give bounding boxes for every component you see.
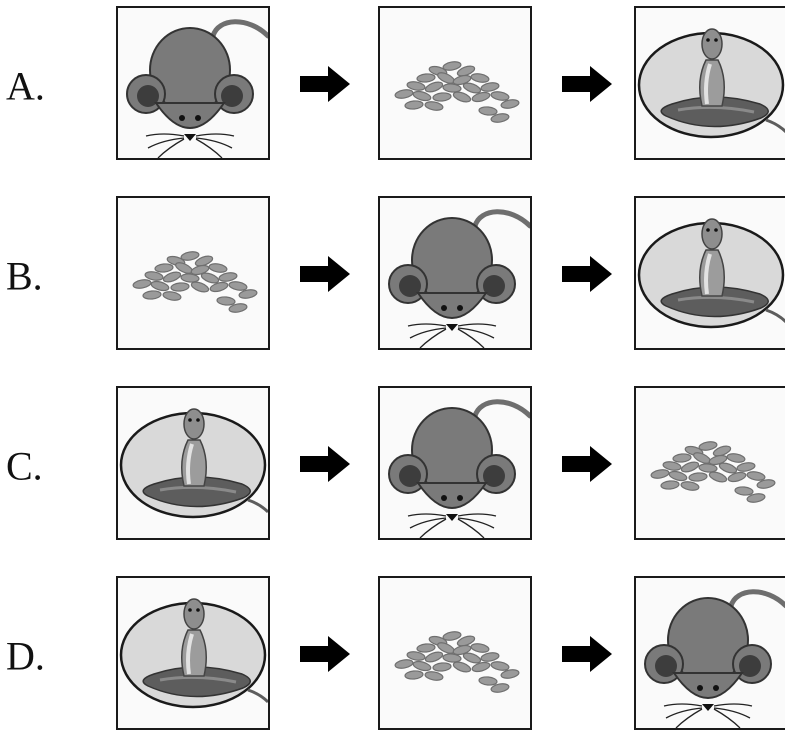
seeds-box [634,386,785,540]
cobra-icon [119,597,268,709]
option-label: D. [6,633,45,679]
option-row-d: D. [0,576,785,736]
option-row-b: B. [0,196,785,356]
arrow-right-icon [298,254,352,294]
arrow-right-icon [560,634,614,674]
seeds-icon [649,439,777,505]
arrow-right-icon [560,64,614,104]
cobra-box [634,196,785,350]
mouse-box [116,6,270,160]
cobra-icon [637,27,785,139]
cobra-icon [119,407,268,519]
cobra-box [116,386,270,540]
seeds-icon [393,59,521,125]
mouse-box [378,386,532,540]
cobra-box [634,6,785,160]
option-label: C. [6,443,43,489]
seeds-icon [393,629,521,695]
option-row-a: A. [0,6,785,166]
arrow-right-icon [560,254,614,294]
seeds-icon [131,249,259,315]
seeds-box [378,6,532,160]
option-label: A. [6,63,45,109]
seeds-box [116,196,270,350]
mouse-icon [636,578,785,728]
mouse-icon [118,8,268,158]
mouse-icon [380,198,530,348]
mouse-box [634,576,785,730]
arrow-right-icon [298,64,352,104]
mouse-box [378,196,532,350]
cobra-box [116,576,270,730]
option-row-c: C. [0,386,785,546]
arrow-right-icon [560,444,614,484]
arrow-right-icon [298,634,352,674]
arrow-right-icon [298,444,352,484]
mouse-icon [380,388,530,538]
cobra-icon [637,217,785,329]
seeds-box [378,576,532,730]
option-label: B. [6,253,43,299]
